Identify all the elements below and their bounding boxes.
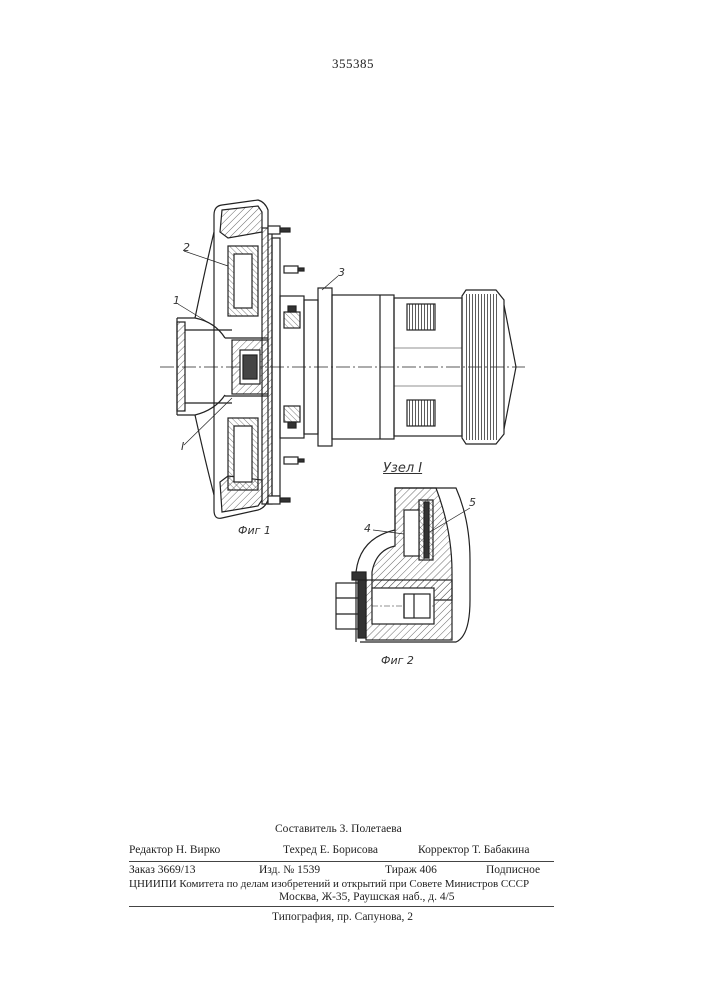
divider-top — [129, 861, 554, 862]
order-row: Заказ 3669/13 Изд. № 1539 Тираж 406 Подп… — [129, 864, 554, 879]
tech-editor: Техред Е. Борисова — [283, 844, 378, 856]
compiler-line: Составитель З. Полетаева — [0, 823, 707, 838]
ref-label-4: 4 — [364, 522, 371, 535]
address: Москва, Ж-35, Раушская наб., д. 4/5 — [279, 891, 455, 903]
compiler: Составитель З. Полетаева — [275, 823, 402, 835]
publication-number: Изд. № 1539 — [259, 864, 320, 876]
technical-drawing — [0, 0, 707, 720]
detail-title: Узел I — [383, 461, 422, 476]
corrector: Корректор Т. Бабакина — [418, 844, 529, 856]
fig2-caption: Фиг 2 — [381, 654, 414, 667]
fig1-caption: Фиг 1 — [238, 524, 271, 537]
order-number: Заказ 3669/13 — [129, 864, 196, 876]
printer-line: Типография, пр. Сапунова, 2 — [0, 911, 707, 926]
editors-row: Редактор Н. Вирко Техред Е. Борисова Кор… — [129, 844, 554, 859]
ref-label-2: 2 — [183, 241, 190, 254]
ref-label-5: 5 — [469, 496, 476, 509]
fig1-drawing — [160, 200, 525, 518]
printer: Типография, пр. Сапунова, 2 — [272, 911, 413, 923]
fig2-detail-drawing — [336, 488, 470, 642]
address-row: Москва, Ж-35, Раушская наб., д. 4/5 — [129, 891, 554, 906]
editor: Редактор Н. Вирко — [129, 844, 220, 856]
ref-label-I: I — [181, 440, 184, 453]
ref-label-3: 3 — [338, 266, 345, 279]
print-run: Тираж 406 — [385, 864, 437, 876]
organization: ЦНИИПИ Комитета по делам изобретений и о… — [129, 878, 529, 890]
ref-label-1: 1 — [173, 294, 180, 307]
divider-bottom — [129, 906, 554, 907]
subscription: Подписное — [486, 864, 540, 876]
